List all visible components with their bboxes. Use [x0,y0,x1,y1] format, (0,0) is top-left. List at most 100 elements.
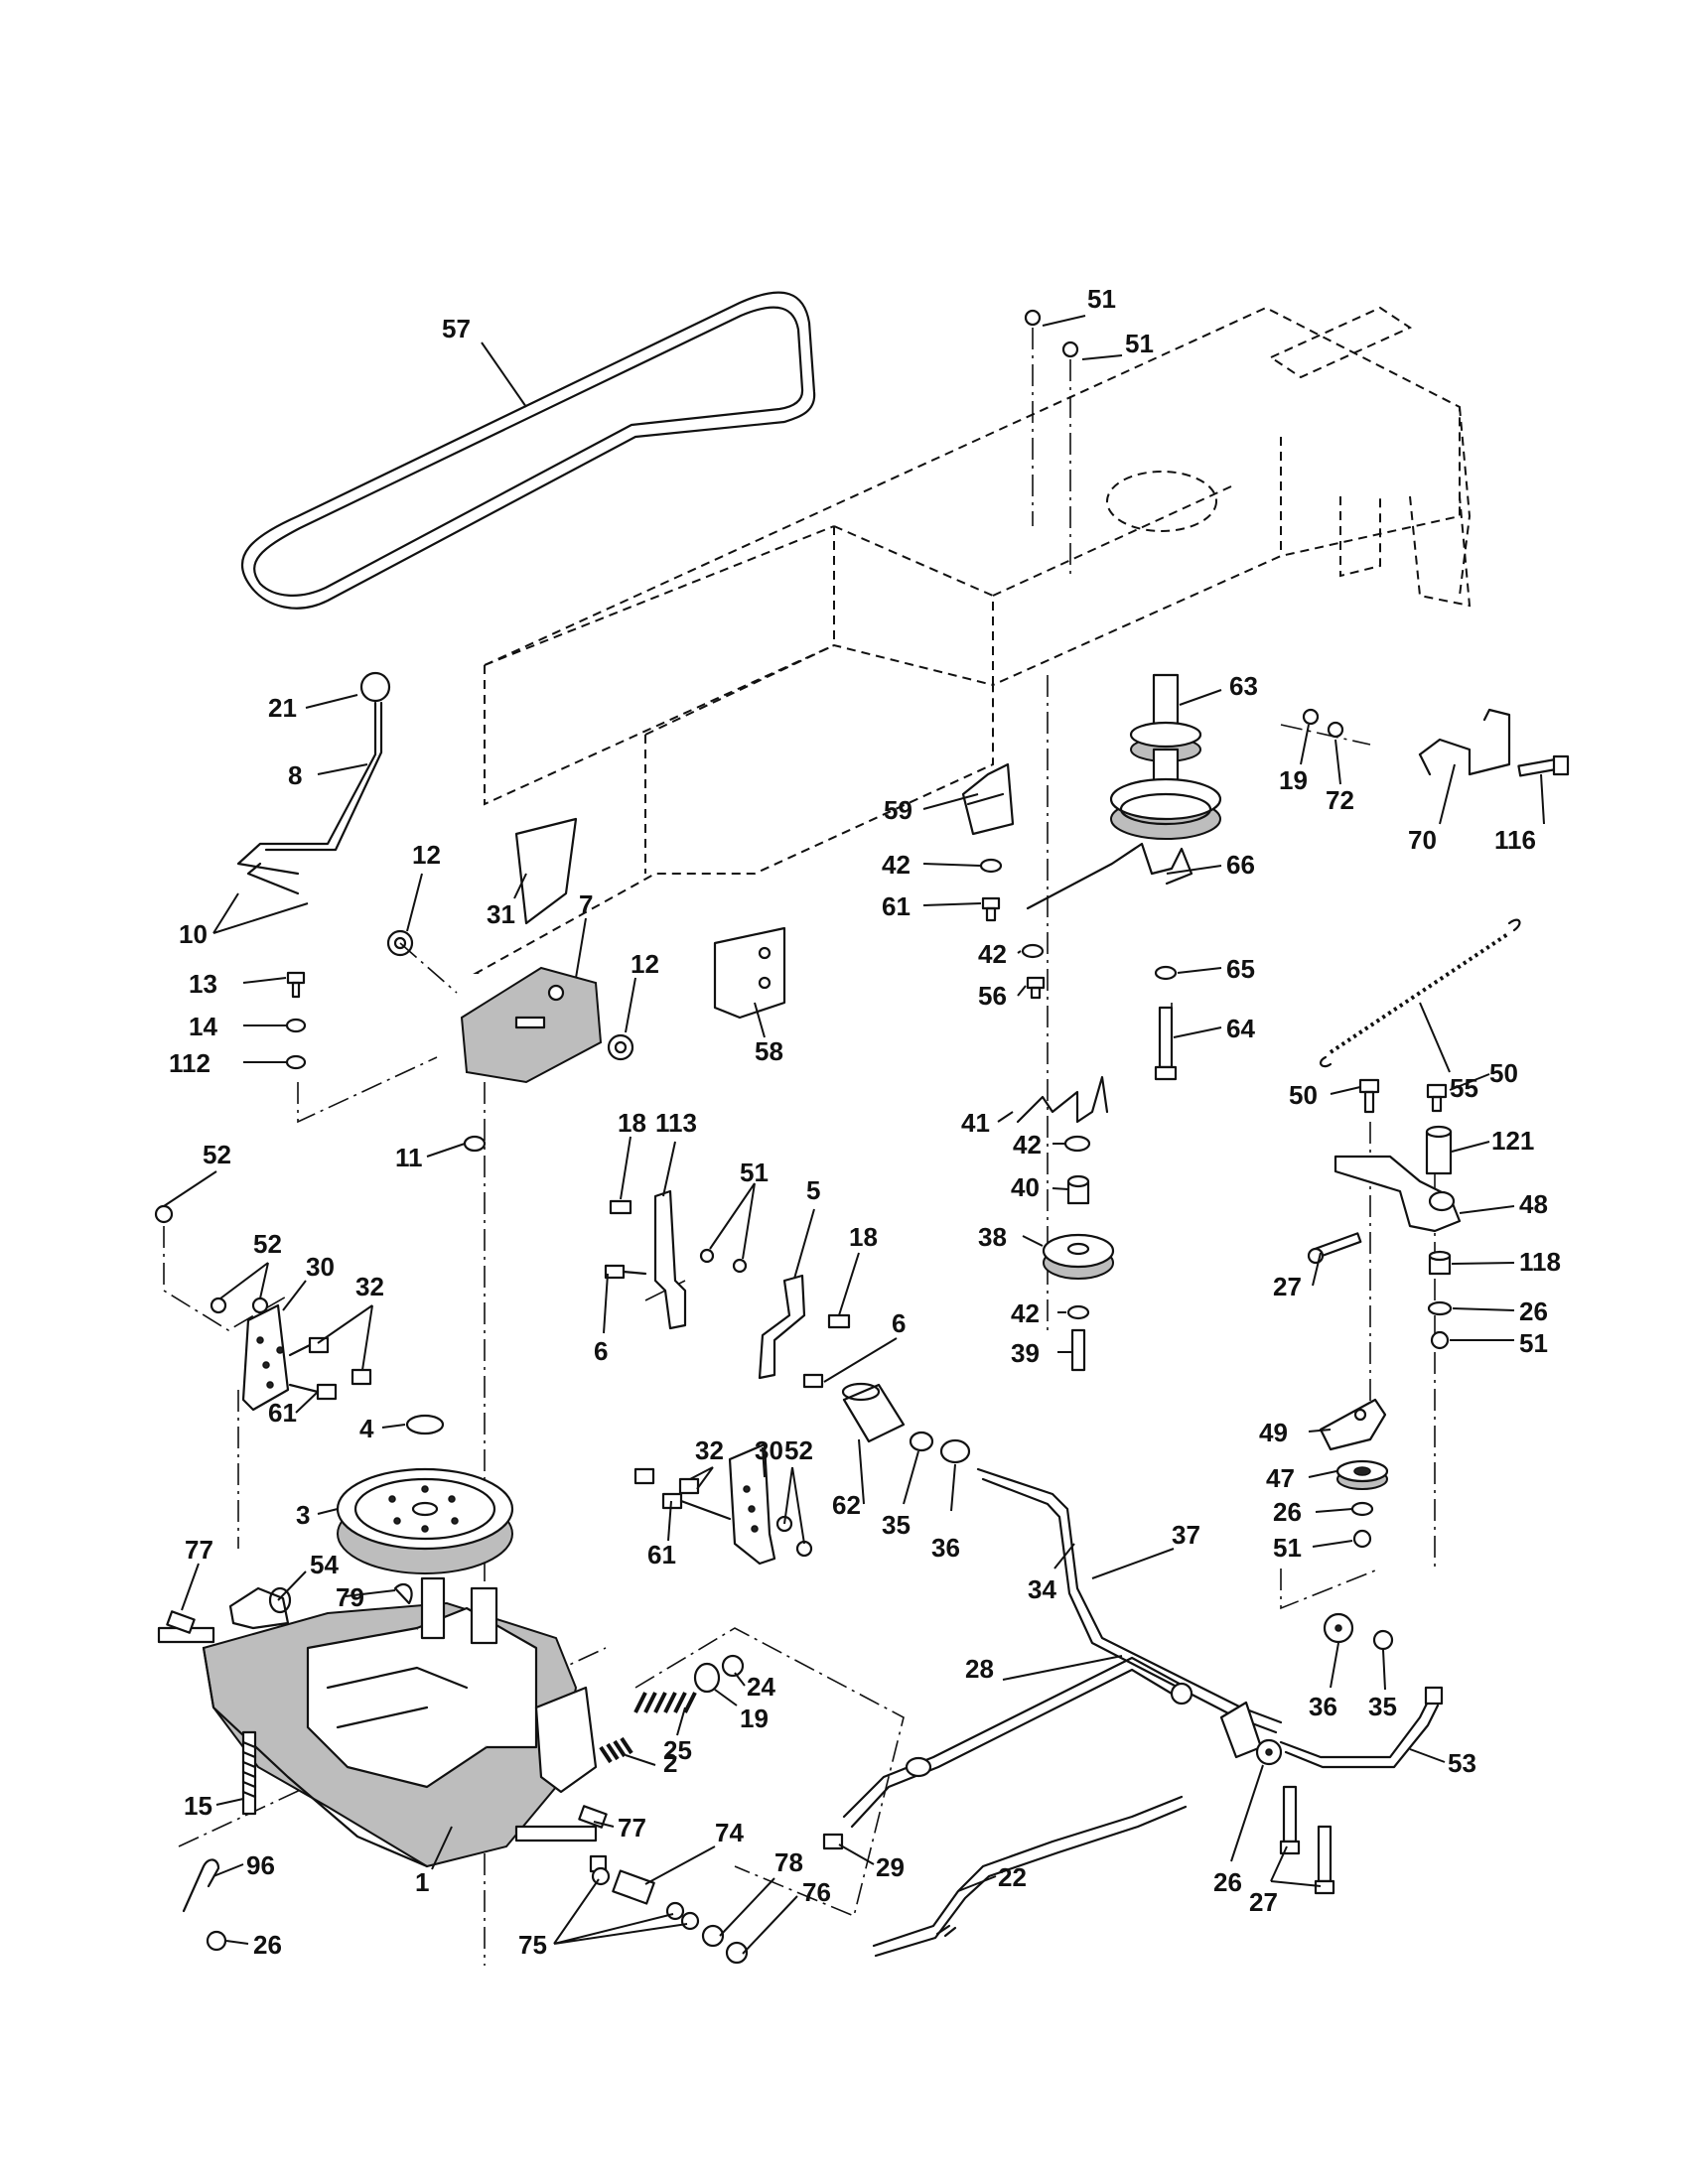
bracket-113 [604,1189,687,1330]
spindle-63 [1109,673,1222,840]
washer-14 [285,1018,307,1033]
part-label: 59 [884,795,912,825]
part-label: 18 [618,1108,646,1138]
washer-26-lower [1255,1738,1283,1766]
part-label: 118 [1519,1247,1561,1277]
washer-36-b [1323,1612,1354,1644]
washer-42-c [1063,1135,1091,1153]
part-label: 4 [359,1414,374,1443]
pulley-38 [1042,1233,1115,1280]
washer-112 [285,1054,307,1070]
washer-36-a [939,1438,971,1464]
bracket-70 [1418,708,1511,776]
part-label: 28 [965,1654,994,1684]
part-label: 13 [189,969,217,999]
bolt-56 [1026,976,1046,1000]
part-label: 70 [1408,825,1437,855]
sleeve-62 [841,1382,906,1443]
part-label: 10 [179,919,208,949]
bracket-5 [699,1248,851,1389]
bushing-118 [1428,1250,1452,1276]
part-label: 31 [487,899,515,929]
part-label: 42 [882,850,911,880]
part-label: 51 [1087,284,1116,314]
part-label: 96 [246,1850,275,1880]
part-label: 12 [631,949,659,979]
bolt-61-a [981,896,1001,922]
spring-55 [1319,918,1521,1068]
part-label: 24 [747,1672,775,1702]
part-label: 21 [268,693,297,723]
bolt-13 [286,971,306,999]
part-label: 3 [296,1500,310,1530]
part-label: 6 [892,1308,906,1338]
spring-25 [633,1692,697,1713]
part-label: 75 [518,1930,547,1960]
key-79 [393,1582,413,1605]
part-label: 36 [1309,1692,1337,1721]
washer-26-right [1427,1300,1453,1316]
part-label: 61 [882,891,911,921]
frame-outline [473,306,1472,974]
part-label: 62 [832,1490,861,1520]
part-label: 26 [1213,1867,1242,1897]
part-label: 35 [882,1510,911,1540]
transaxle-1 [157,1576,608,1873]
part-label: 76 [802,1877,831,1907]
washer-35-b [1372,1629,1394,1651]
part-label: 29 [876,1852,905,1882]
rod-28 [842,1656,1193,1829]
part-label: 12 [412,840,441,870]
part-label: 22 [998,1862,1027,1892]
arm-48 [1333,1155,1462,1233]
bolt-27-right [1307,1232,1362,1265]
bolt-15 [241,1730,257,1816]
washer-65 [1154,965,1178,981]
bolt-50-right [1426,1083,1448,1113]
part-label: 53 [1448,1748,1476,1778]
washer-75 [591,1866,700,1931]
bolt-50-left [1358,1078,1380,1114]
part-label: 38 [978,1222,1007,1252]
bushing-29 [822,1833,844,1850]
washer-26-left [206,1930,227,1952]
part-label: 61 [268,1398,297,1428]
part-label: 30 [306,1252,335,1282]
plate-30-center [633,1442,813,1566]
part-label: 54 [310,1550,339,1579]
part-label: 19 [740,1704,769,1733]
bracket-49 [1319,1398,1387,1451]
part-label: 30 [755,1435,783,1465]
spring-2 [599,1736,633,1764]
bracket-58 [713,926,786,1020]
part-label: 27 [1273,1272,1302,1301]
washer-72 [1327,721,1344,739]
part-label: 65 [1226,954,1255,984]
key-77-upper [166,1610,196,1634]
bracket-7 [460,966,603,1084]
spacer-19 [693,1662,721,1694]
part-label: 37 [1172,1520,1200,1550]
washer-26-mid [1350,1501,1374,1517]
nut-51-mid [1352,1529,1372,1549]
part-label: 8 [288,760,302,790]
part-label: 52 [203,1140,231,1169]
part-label: 26 [1519,1297,1548,1326]
washer-42-a [979,858,1003,874]
part-label: 77 [618,1813,646,1843]
part-label: 112 [169,1048,210,1078]
shift-lever [236,671,391,895]
part-label: 42 [1013,1130,1042,1160]
part-label: 49 [1259,1418,1288,1447]
pulley-47 [1335,1459,1389,1490]
part-label: 58 [755,1036,783,1066]
part-label: 51 [1125,329,1154,358]
part-label: 25 [663,1735,692,1765]
part-label: 11 [395,1143,423,1172]
part-label: 50 [1489,1058,1518,1088]
rod-22 [872,1795,1188,1958]
nut-51-right [1430,1330,1450,1350]
part-label: 27 [1249,1887,1278,1917]
bolt-39 [1070,1328,1086,1372]
